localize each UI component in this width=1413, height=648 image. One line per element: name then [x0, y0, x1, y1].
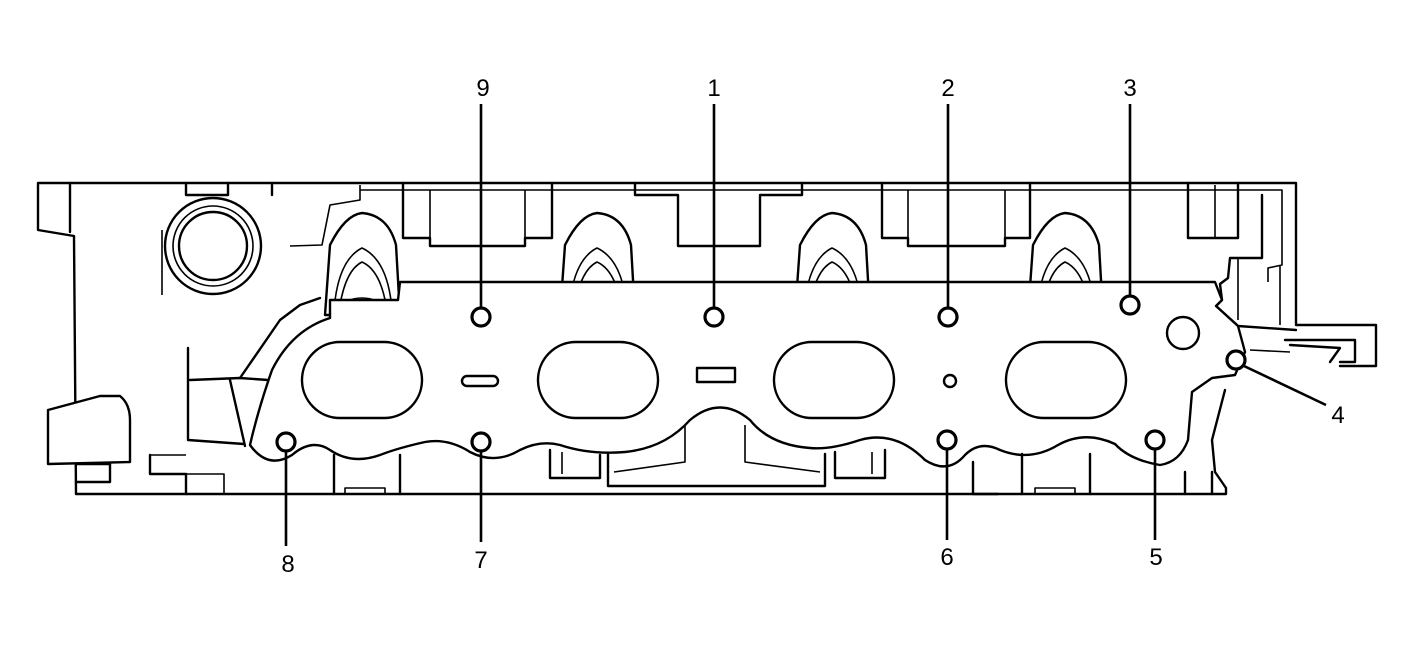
callout-label-2: 2: [941, 75, 954, 102]
bolt-7: [470, 431, 492, 453]
manifold-flange: [248, 280, 1247, 468]
callout-label-1: 1: [707, 75, 720, 102]
lower-casting: [148, 425, 1214, 496]
callout-label-6: 6: [940, 544, 953, 571]
callout-label-9: 9: [476, 75, 489, 102]
callout-label-3: 3: [1123, 75, 1136, 102]
callout-label-8: 8: [281, 551, 294, 578]
exhaust-port-3: [772, 340, 896, 420]
bolt-2: [937, 306, 959, 328]
callout-labels: 1 2 3 4 5 6 7 8 9: [281, 75, 1344, 578]
bolt-3: [1119, 294, 1141, 316]
callout-label-5: 5: [1149, 544, 1162, 571]
exhaust-port-2: [536, 340, 660, 420]
port-tower-1: [323, 211, 402, 319]
bolt-8: [275, 431, 297, 453]
exhaust-port-1: [300, 340, 424, 420]
callout-label-7: 7: [474, 547, 487, 574]
bolt-1: [703, 306, 725, 328]
leader-4: [1243, 364, 1327, 407]
bolt-9: [470, 306, 492, 328]
leader-lines: [284, 104, 1327, 546]
bolt-6: [936, 429, 958, 451]
bolt-4: [1225, 349, 1247, 371]
callout-label-4: 4: [1331, 402, 1344, 429]
bolt-5: [1144, 429, 1166, 451]
exhaust-port-4: [1004, 340, 1128, 420]
